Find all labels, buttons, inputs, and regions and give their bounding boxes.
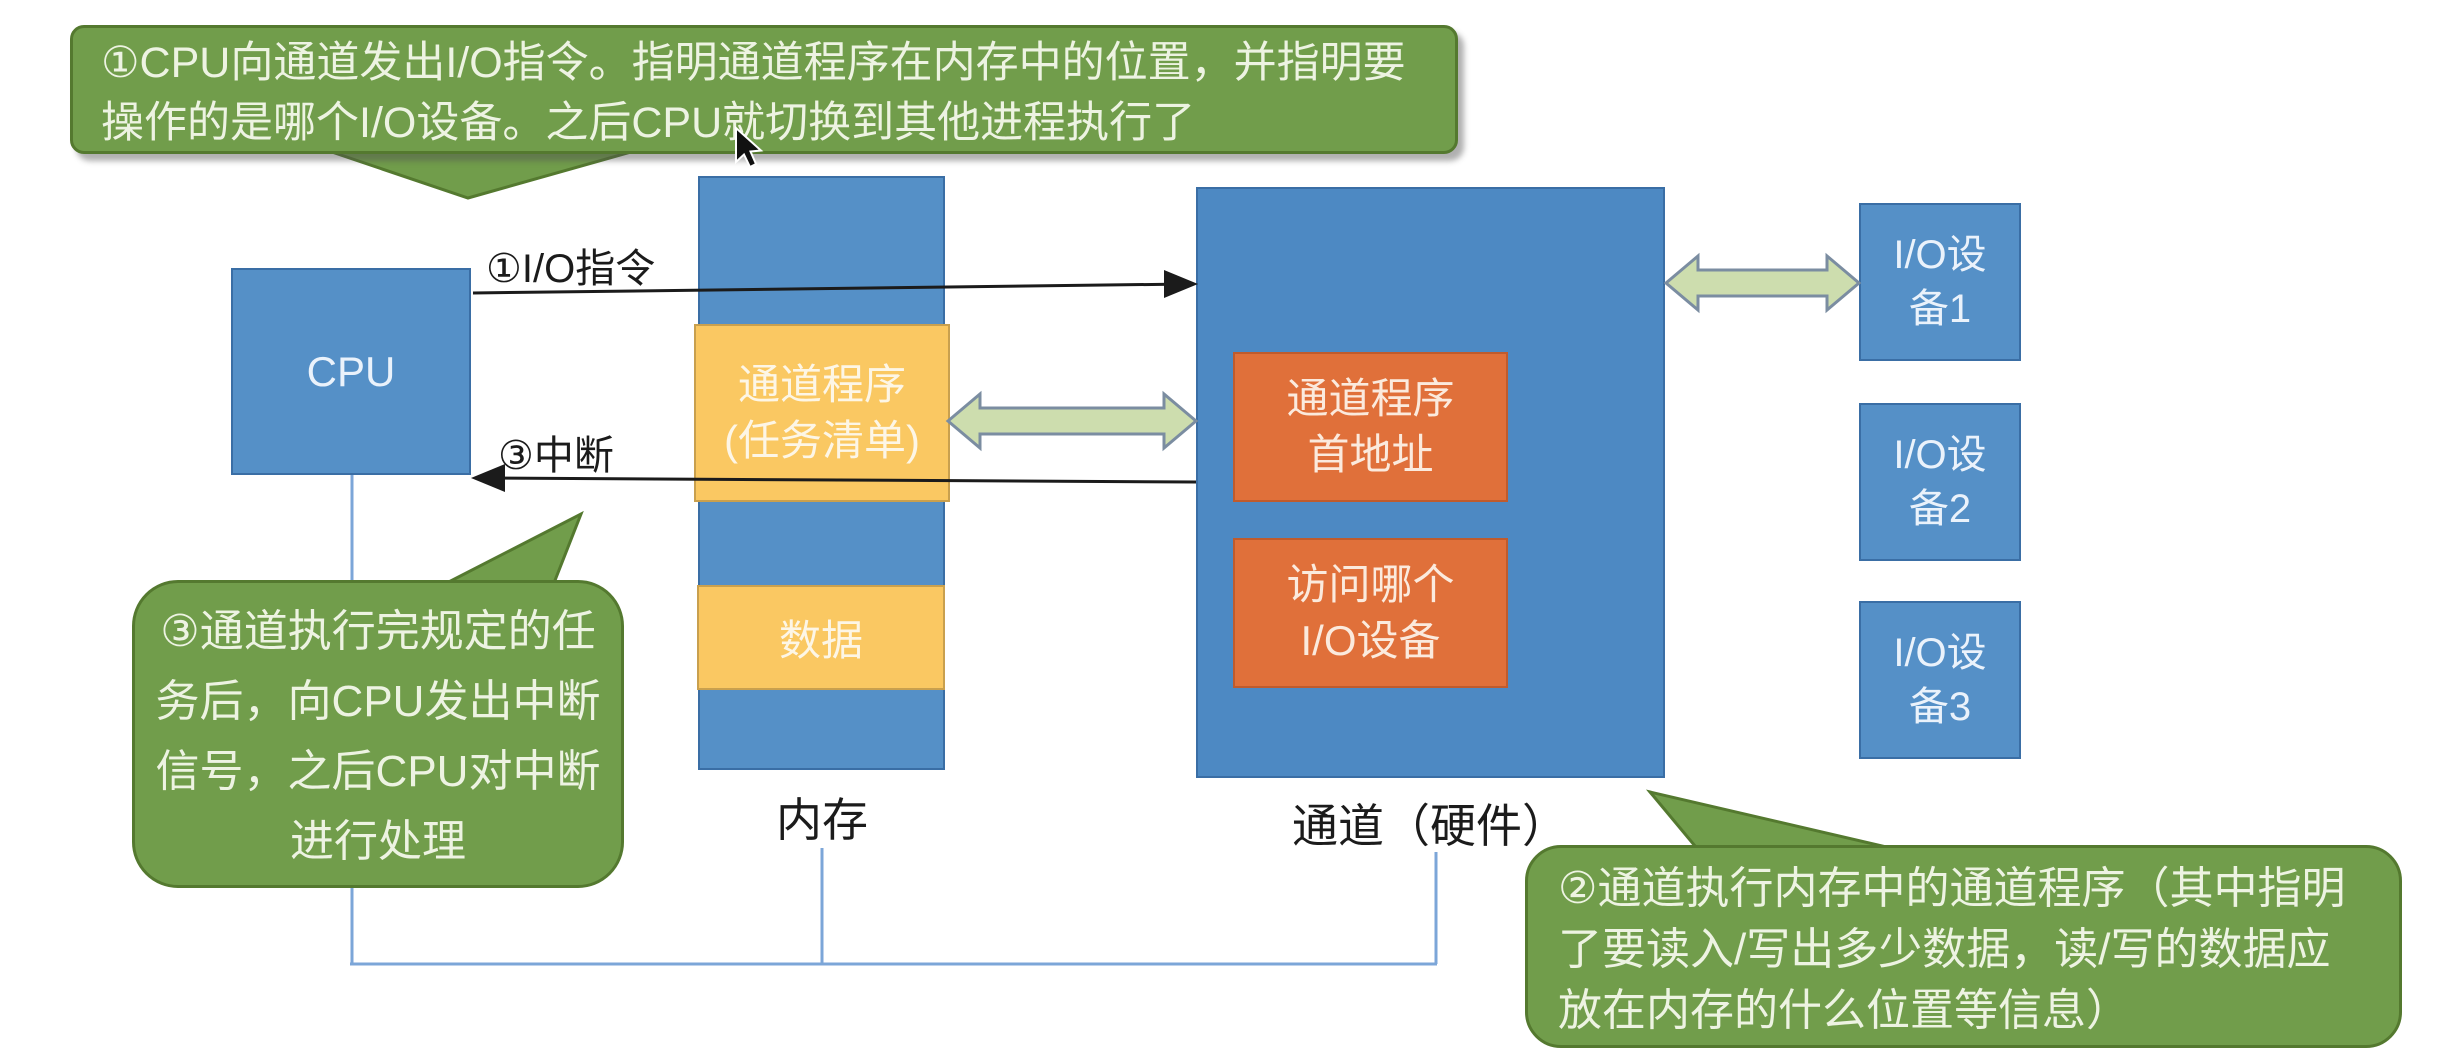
memory-caption: 内存 bbox=[672, 784, 972, 850]
annotation-step1-bubble: ①CPU向通道发出I/O指令。指明通道程序在内存中的位置，并指明要操作的是哪个I… bbox=[70, 25, 1458, 154]
mouse-cursor-icon bbox=[735, 125, 764, 169]
interrupt-arrow-label: ③中断 bbox=[498, 423, 614, 481]
annotation-step3-bubble: ③通道执行完规定的任务后，向CPU发出中断信号，之后CPU对中断进行处理 bbox=[132, 580, 624, 888]
cpu-label: CPU bbox=[306, 347, 396, 395]
channel-program-address-box: 通道程序 首地址 bbox=[1233, 352, 1508, 502]
annotation-step3-text: ③通道执行完规定的任务后，向CPU发出中断信号，之后CPU对中断进行处理 bbox=[155, 607, 601, 866]
io-instruction-arrow-label: ①I/O指令 bbox=[486, 236, 655, 294]
data-block-label: 数据 bbox=[778, 617, 863, 664]
channel-program-block-label: 通道程序 (任务清单) bbox=[724, 361, 920, 464]
channel-device1-double-arrow-icon bbox=[1663, 252, 1862, 314]
annotation-step2-bubble: ②通道执行内存中的通道程序（其中指明了要读入/写出多少数据，读/写的数据应放在内… bbox=[1525, 845, 2402, 1048]
io-instruction-arrow-text: ①I/O指令 bbox=[486, 247, 656, 291]
memory-channel-program-block: 通道程序 (任务清单) bbox=[694, 324, 950, 502]
io-device-2-label: I/O设 备2 bbox=[1893, 433, 1987, 531]
memory-caption-text: 内存 bbox=[776, 794, 868, 846]
channel-caption-text: 通道（硬件） bbox=[1292, 800, 1568, 852]
io-instruction-arrowhead bbox=[1164, 270, 1198, 298]
annotation-step1-text: ①CPU向通道发出I/O指令。指明通道程序在内存中的位置，并指明要操作的是哪个I… bbox=[101, 39, 1406, 147]
annotation-step2-text: ②通道执行内存中的通道程序（其中指明了要读入/写出多少数据，读/写的数据应放在内… bbox=[1558, 864, 2346, 1035]
bubble1-tail bbox=[319, 146, 646, 200]
bubble3-tail bbox=[436, 510, 584, 590]
memory-data-block: 数据 bbox=[697, 585, 945, 690]
io-device-2-box: I/O设 备2 bbox=[1859, 403, 2021, 561]
io-device-3-label: I/O设 备3 bbox=[1893, 631, 1987, 729]
interrupt-arrow-text: ③中断 bbox=[498, 434, 614, 478]
channel-caption: 通道（硬件） bbox=[1180, 790, 1680, 856]
which-io-device-box: 访问哪个 I/O设备 bbox=[1233, 538, 1508, 688]
io-device-1-label: I/O设 备1 bbox=[1893, 233, 1987, 331]
which-io-device-label: 访问哪个 I/O设备 bbox=[1286, 561, 1455, 664]
cpu-box: CPU bbox=[231, 268, 471, 475]
bubble2-tail bbox=[1645, 789, 1909, 854]
channel-program-address-label: 通道程序 首地址 bbox=[1286, 375, 1455, 478]
memory-channel-double-arrow-icon bbox=[945, 390, 1199, 452]
io-device-3-box: I/O设 备3 bbox=[1859, 601, 2021, 759]
io-device-1-box: I/O设 备1 bbox=[1859, 203, 2021, 361]
